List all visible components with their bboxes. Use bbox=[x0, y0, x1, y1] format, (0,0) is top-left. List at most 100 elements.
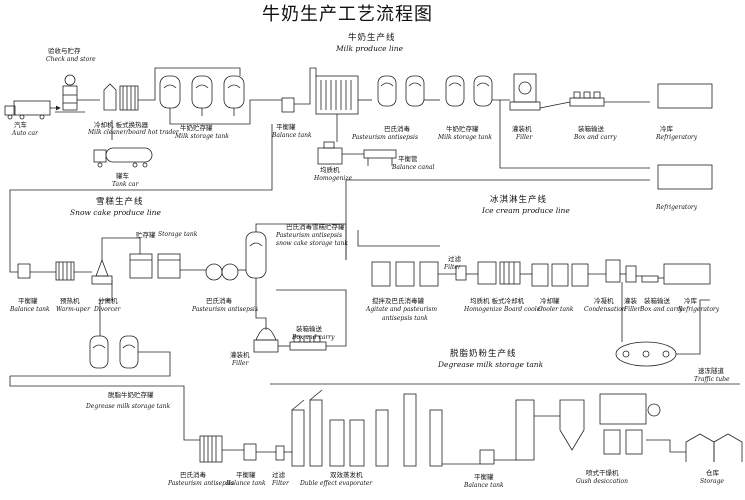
ref1-label-en: Refrigeratory bbox=[656, 134, 698, 141]
evap-label-en: Duble effect evaporater bbox=[300, 480, 373, 487]
past1-label: 巴氏消毒 bbox=[384, 125, 410, 133]
milk-cleaner-icon bbox=[103, 83, 117, 111]
ref3-label: 冷库 bbox=[684, 297, 697, 305]
ref1-label: 冷库 bbox=[660, 125, 673, 133]
degrease-tank-label-en: Degrease milk storage tank bbox=[86, 403, 171, 410]
balance3-label-en: Balance tank bbox=[226, 480, 266, 487]
warm-uper-icon bbox=[55, 261, 75, 281]
box1-label-en: Box and carry bbox=[574, 134, 617, 141]
snow-past-tank-label-en1: Pasteurism antisepsis bbox=[276, 232, 343, 239]
degrease-line-title: 脱脂奶粉生产线 bbox=[450, 349, 517, 359]
plate-pasteurizer-icon bbox=[315, 75, 359, 115]
canal-label: 平衡管 bbox=[398, 155, 418, 163]
balance2-label-en: Balance tank bbox=[10, 306, 50, 313]
snow-pasteurizer-icon bbox=[205, 263, 239, 281]
gush-desiccation-icon bbox=[515, 393, 661, 461]
homogenizer-icon bbox=[317, 141, 343, 165]
snow-balance-tank-icon bbox=[17, 263, 31, 279]
past3-label: 巴氏消毒 bbox=[180, 471, 206, 479]
evaporator-icon bbox=[291, 389, 443, 467]
filter1-label: 过滤 bbox=[448, 255, 461, 263]
filler3-label: 灌装 bbox=[624, 297, 637, 305]
evap-label: 双效蒸发机 bbox=[330, 471, 363, 479]
warm-label: 预热机 bbox=[60, 297, 80, 305]
balance-tank-icon bbox=[281, 97, 295, 113]
storage2-label-en: Milk storage tank bbox=[438, 134, 492, 141]
balance2-label: 平衡罐 bbox=[18, 297, 38, 305]
filler-icon bbox=[509, 73, 541, 111]
storage-label: 仓库 bbox=[706, 469, 719, 477]
degrease-tank-label: 脱脂牛奶贮存罐 bbox=[108, 391, 154, 399]
degrease-balance-tank-2-icon bbox=[479, 449, 495, 465]
milk-storage-tanks-icon bbox=[159, 75, 245, 116]
traffic-label-en: Traffic tube bbox=[694, 376, 730, 383]
condensation-icon bbox=[605, 259, 621, 283]
auto-car-icon bbox=[4, 100, 51, 120]
degrease-line-title-en: Degrease milk storage tank bbox=[438, 360, 544, 369]
tank-car-icon bbox=[93, 147, 153, 168]
box2-label-en: Box and carry bbox=[292, 334, 335, 341]
filler1-label-en: Filler bbox=[516, 134, 533, 141]
snow-storage-tanks-icon bbox=[129, 253, 181, 279]
agitate-tanks-icon bbox=[371, 261, 439, 287]
snow-pasteurism-tank-icon bbox=[245, 231, 267, 279]
cooler-label-en: Cooler tank bbox=[538, 306, 574, 313]
milk-storage-tanks-2-icon bbox=[377, 75, 493, 107]
ice-line-title-en: Ice cream produce line bbox=[482, 206, 570, 215]
homog1-label-en: Homogenize bbox=[314, 175, 353, 182]
refrigeratory-3-icon bbox=[663, 263, 711, 285]
box3-label: 装箱输送 bbox=[644, 297, 670, 305]
ice-line-title: 冰淇淋生产线 bbox=[490, 195, 548, 205]
degrease-balance-tank-icon bbox=[243, 443, 257, 461]
storage1-label-en: Milk storage tank bbox=[175, 133, 229, 140]
box1-label: 装箱输送 bbox=[578, 125, 604, 133]
storage1-label: 牛奶贮存罐 bbox=[180, 124, 213, 132]
past2-label: 巴氏消毒 bbox=[206, 297, 232, 305]
degrease-filter-icon bbox=[275, 445, 285, 461]
degrease-tanks-icon bbox=[89, 335, 139, 369]
ice-box-conveyor-icon bbox=[641, 275, 659, 283]
agitate-label: 搅拌及巴氏消毒罐 bbox=[372, 297, 424, 305]
box3-label-en: Box and carry bbox=[640, 306, 683, 313]
heat-exchanger-icon bbox=[119, 85, 139, 111]
snow-storage-label-en: Storage tank bbox=[158, 231, 198, 238]
ref2-label-en: Refrigeratory bbox=[656, 204, 698, 211]
box2-label: 装箱输送 bbox=[296, 325, 322, 333]
weighing-station-icon bbox=[55, 74, 85, 113]
snow-line-title: 雪糕生产线 bbox=[96, 197, 144, 207]
filler1-label: 灌装机 bbox=[512, 125, 532, 133]
filter2-label: 过滤 bbox=[272, 471, 285, 479]
homog2-label: 均质机 板式冷却机 bbox=[470, 297, 525, 305]
refrigeratory-2-icon bbox=[657, 164, 713, 190]
snow-past-tank-label: 巴氏消毒雪糕贮存罐 bbox=[286, 223, 345, 231]
storage-label-en: Storage bbox=[700, 478, 724, 485]
balance3-label: 平衡罐 bbox=[236, 471, 256, 479]
auto-car-label-en: Auto car bbox=[12, 130, 38, 137]
balance1-label: 平衡罐 bbox=[276, 123, 296, 131]
refrigeratory-icon bbox=[657, 83, 713, 109]
cooler-label: 冷却罐 bbox=[540, 297, 560, 305]
gush-label: 喷式干燥机 bbox=[586, 469, 619, 477]
balance4-label: 平衡罐 bbox=[474, 473, 494, 481]
snow-storage-label: 贮存罐 bbox=[136, 231, 156, 239]
warm-label-en: Warm-uper bbox=[56, 306, 90, 313]
ref3-label-en: Refrigeratory bbox=[678, 306, 720, 313]
auto-car-label: 汽车 bbox=[14, 121, 27, 129]
agitate-label-en2: antisepsis tank bbox=[382, 315, 428, 322]
filter2-label-en: Filter bbox=[272, 480, 289, 487]
snow-line-title-en: Snow cake produce line bbox=[70, 208, 161, 217]
homog1-label: 均质机 bbox=[320, 166, 340, 174]
past1-label-en: Pasteurism antisepsis bbox=[352, 134, 419, 141]
canal-label-en: Balance canal bbox=[392, 164, 435, 171]
homog2-label-en: Homogenize Board cooler bbox=[464, 306, 544, 313]
divorcer-icon bbox=[91, 258, 113, 285]
warehouse-icon bbox=[685, 433, 743, 462]
agitate-label-en1: Agitate and pasteurism bbox=[366, 306, 438, 313]
divorcer-label: 分离机 bbox=[98, 297, 118, 305]
filler3-label-en: Filler bbox=[624, 306, 641, 313]
ice-homogenizer-icon bbox=[477, 261, 521, 285]
degrease-pasteurizer-icon bbox=[199, 435, 223, 463]
snow-filler-icon bbox=[253, 327, 279, 353]
cleaner-label-en: Milk cleaner/board hot trader bbox=[88, 129, 179, 136]
